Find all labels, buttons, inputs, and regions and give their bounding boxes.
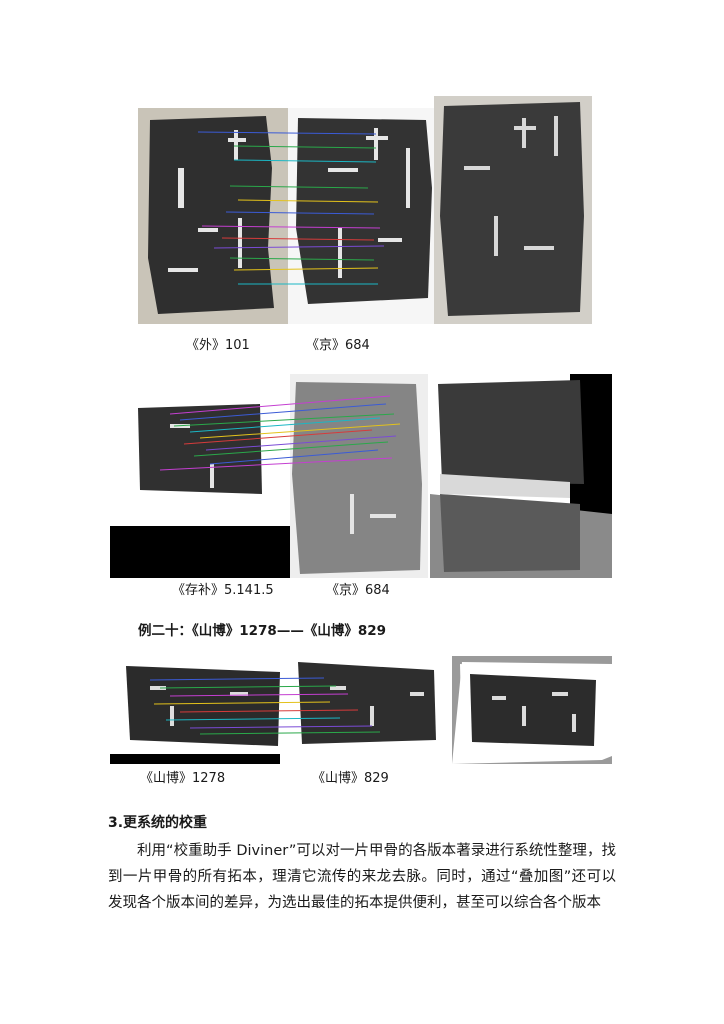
match-lines-fig1 [197,131,385,285]
figure-1-overlay [434,96,592,324]
figure-2-svg [110,374,428,578]
figure-2-caption-right: 《京》684 [326,583,390,598]
figure-3-caption-left: 《山博》1278 [140,771,226,786]
overlay-glyphs-1 [464,116,558,256]
figure-3-title: 例二十：《山博》1278——《山博》829 [138,623,387,639]
match-lines-fig2 [159,395,401,471]
section-heading: 3.更系统的校重 [108,815,208,831]
overlay-light-band [440,474,570,498]
overlay-frame-bottom [452,756,612,764]
figure-1-caption-left: 《外》101 [186,338,250,353]
figure-2-overlay [430,374,612,578]
overlay-svg-2 [430,374,612,578]
figure-3-caption-right: 《山博》829 [312,771,389,786]
padding-block-fig2 [110,526,290,578]
overlay-glyphs-3 [492,692,576,732]
glyph-marks-fig3 [150,686,424,726]
figure-1-caption-right: 《京》684 [306,338,370,353]
padding-bar-fig3 [110,754,280,764]
figure-3-svg [110,656,440,764]
rubbing-jing-684 [296,118,432,304]
overlay-rubbing-2-upper [438,380,584,484]
figure-1-svg [138,108,436,324]
figure-1-matching [138,108,436,324]
figure-2-matching [110,374,428,578]
glyph-marks-left [168,130,246,272]
glyph-marks-right [328,128,410,278]
section-paragraph: 利用“校重助手 Diviner”可以对一片甲骨的各版本著录进行系统性整理，找到一… [108,843,616,911]
overlay-rubbing-1 [440,102,584,316]
overlay-svg-1 [434,96,592,324]
rubbing-cunbu-5-141-5 [138,404,262,494]
rubbing-wai-101 [148,116,274,314]
figure-3-overlay [452,656,612,764]
rubbing-shanbo-829 [298,662,436,744]
overlay-rubbing-2-lower [440,494,580,572]
overlay-rubbing-3 [470,674,596,746]
figure-2-caption-left: 《存补》5.141.5 [172,583,274,598]
figure-3-matching [110,656,440,764]
overlay-svg-3 [452,656,612,764]
match-lines-fig3 [149,677,381,735]
rubbing-jing-684-fig2 [292,382,422,574]
